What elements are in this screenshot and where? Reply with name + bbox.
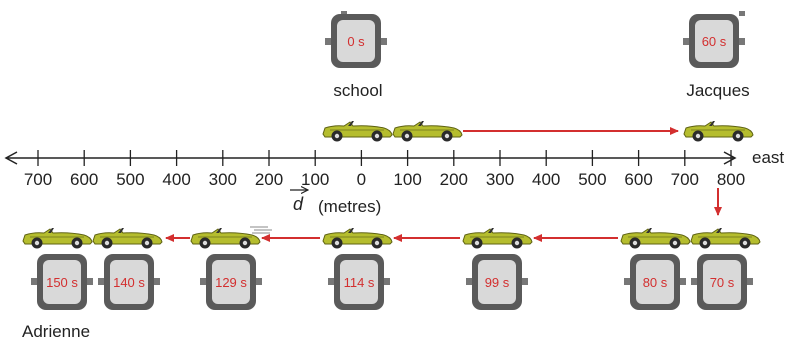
tick-label: 0 (357, 170, 366, 189)
tick-label: 600 (70, 170, 98, 189)
car-bottom-5 (462, 228, 533, 249)
tick-label: 700 (671, 170, 699, 189)
timer-bottom-text: 140 s (113, 275, 145, 290)
axis-vector-label: d (293, 194, 304, 214)
tick-label: 100 (301, 170, 329, 189)
timer-bottom-text: 99 s (485, 275, 510, 290)
tick-label: 400 (532, 170, 560, 189)
tick-label: 800 (717, 170, 745, 189)
timer-bottom-text: 129 s (215, 275, 247, 290)
stopwatch-jacques: 60 s (683, 11, 745, 68)
stopwatch-bottom-7: 70 s (691, 254, 753, 310)
car-top-3 (683, 121, 754, 142)
tick-label: 100 (393, 170, 421, 189)
tick-label: 300 (486, 170, 514, 189)
speed-lines (250, 226, 272, 234)
tick-label: 200 (255, 170, 283, 189)
tick-label: 300 (209, 170, 237, 189)
stopwatch-bottom-3: 129 s (200, 254, 262, 310)
axis-west-arrowhead (4, 151, 18, 165)
axis-east-arrowhead (723, 151, 737, 165)
tick-label: 400 (162, 170, 190, 189)
label-school: school (333, 81, 382, 100)
car-top-1 (322, 121, 393, 142)
car-bottom-3 (190, 228, 261, 249)
tick-label: 500 (578, 170, 606, 189)
timer-bottom-text: 70 s (710, 275, 735, 290)
axis-unit-label: (metres) (318, 197, 381, 216)
stopwatch-bottom-1: 150 s (31, 254, 93, 310)
tick-label: 200 (440, 170, 468, 189)
tick-labels: 700 600 500 400 300 200 100 0 100 200 300 400 500 600… (24, 170, 745, 189)
stopwatch-bottom-6: 80 s (624, 254, 686, 310)
car-bottom-6 (620, 228, 691, 249)
timer-bottom-text: 80 s (643, 275, 668, 290)
stopwatch-bottom-2: 140 s (98, 254, 160, 310)
bottom-stopwatches: 150 s 140 s 129 s 114 s 99 s 80 s 70 s (31, 254, 753, 310)
label-jacques: Jacques (686, 81, 749, 100)
top-cars (322, 121, 754, 142)
label-adrienne: Adrienne (22, 322, 90, 340)
label-east: east (752, 148, 784, 167)
car-bottom-2 (92, 228, 163, 249)
bottom-cars (22, 228, 761, 249)
stopwatch-school: 0 s (325, 11, 387, 68)
stopwatch-bottom-5: 99 s (466, 254, 528, 310)
timer-jacques-text: 60 s (702, 34, 727, 49)
number-line: 700 600 500 400 300 200 100 0 100 200 300 400 500 600… (4, 150, 745, 189)
tick-label: 500 (116, 170, 144, 189)
tick-marks (37, 150, 732, 166)
timer-bottom-text: 114 s (344, 275, 375, 290)
car-bottom-7 (690, 228, 761, 249)
tick-label: 700 (24, 170, 52, 189)
car-bottom-4 (322, 228, 393, 249)
car-top-2 (392, 121, 463, 142)
tick-label: 600 (624, 170, 652, 189)
timer-bottom-text: 150 s (46, 275, 78, 290)
stopwatch-bottom-4: 114 s (328, 254, 390, 310)
car-bottom-1 (22, 228, 93, 249)
timer-school-text: 0 s (347, 34, 365, 49)
